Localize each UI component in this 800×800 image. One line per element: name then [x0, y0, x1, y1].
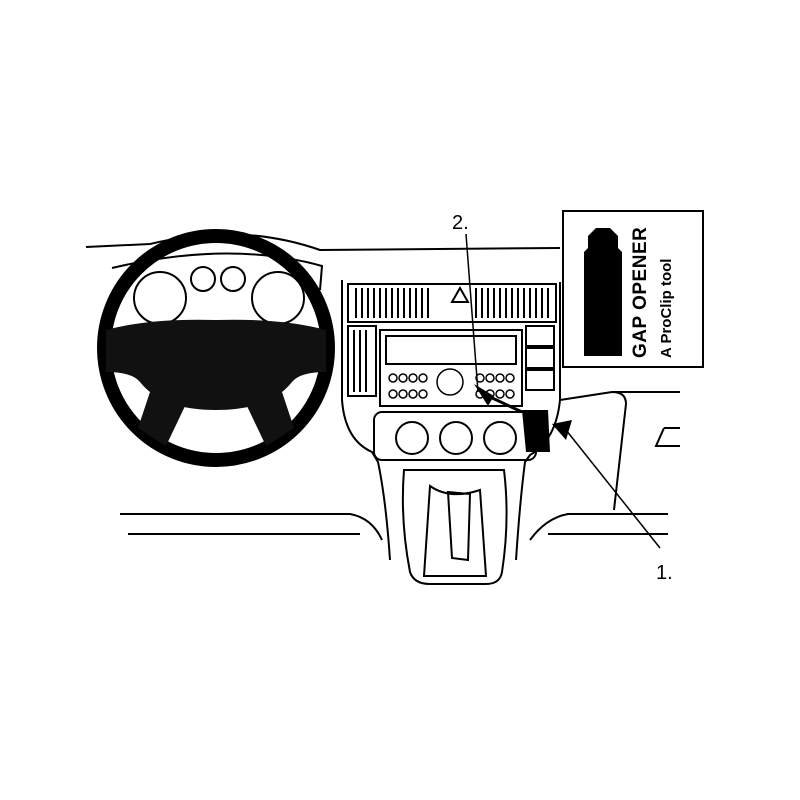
- side-vent: [654, 427, 680, 447]
- steering-wheel-hub: [106, 319, 326, 410]
- center-console-right-edge: [515, 282, 561, 561]
- center-vents: [347, 283, 557, 323]
- gap-opener-subtitle: A ProClip tool: [658, 258, 675, 358]
- climate-knob-2: [439, 421, 473, 455]
- gap-opener-tool-icon: [584, 228, 622, 356]
- callout-1-arrow: [552, 420, 572, 440]
- hazard-icon: [450, 285, 470, 303]
- gap-opener-title: GAP OPENER: [630, 226, 651, 358]
- radio-knob: [436, 368, 464, 396]
- vent-slats-right: [475, 288, 549, 318]
- vent-slats-left: [355, 288, 429, 318]
- cd-slot-left: [347, 325, 377, 397]
- steering-wheel-spoke-left: [138, 392, 186, 446]
- proclip-mount: [522, 410, 550, 452]
- lower-dash-left-1: [120, 513, 383, 541]
- gear-shift-boot: [422, 484, 488, 577]
- steering-wheel-rim: [97, 229, 335, 467]
- right-button-1: [525, 325, 555, 347]
- steering-wheel: [97, 229, 335, 467]
- steering-wheel-spoke-right: [246, 392, 294, 446]
- callout-label-1: 1.: [656, 562, 673, 584]
- gauge-left: [133, 271, 187, 325]
- gear-shift-surround: [401, 469, 508, 585]
- callout-2-arrow: [474, 384, 494, 406]
- climate-knob-3: [483, 421, 517, 455]
- climate-panel: [373, 411, 537, 461]
- gap-opener-box: GAP OPENER A ProClip tool: [562, 210, 704, 368]
- climate-knob-1: [395, 421, 429, 455]
- callout-2-leader: [465, 233, 479, 393]
- callout-label-2: 2.: [452, 212, 469, 234]
- gauge-small-2: [220, 266, 246, 292]
- lower-dash-right-1: [529, 513, 668, 541]
- radio-unit: [379, 329, 523, 407]
- callout-1-leader: [565, 429, 661, 549]
- cd-slot-slats: [353, 330, 367, 392]
- radio-display: [385, 335, 517, 365]
- right-button-2: [525, 347, 555, 369]
- gauge-small-1: [190, 266, 216, 292]
- right-button-3: [525, 369, 555, 391]
- callout-2-arrow-stem: [487, 394, 523, 414]
- gear-shift-knob: [446, 490, 472, 562]
